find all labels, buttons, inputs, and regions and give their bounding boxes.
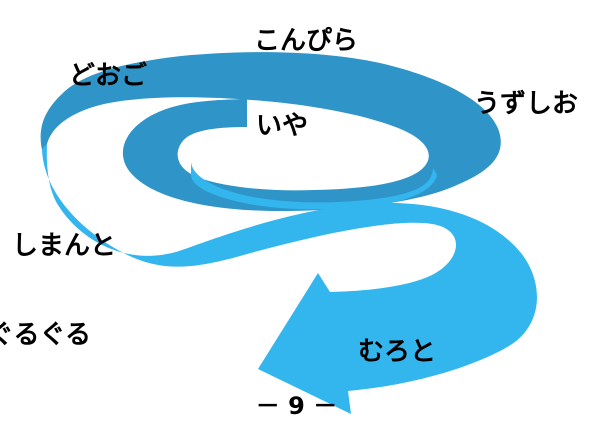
label-iya: いや: [256, 111, 309, 141]
front-ribbon: [42, 144, 537, 414]
label-guruguru: ぐるぐる: [0, 320, 91, 350]
label-konpira: こんぴら: [254, 26, 359, 56]
label-uzushio: うずしお: [474, 89, 579, 119]
back-ribbon: [40, 52, 501, 212]
page-number: － 9 －: [255, 392, 338, 420]
top-banner: [0, 0, 593, 10]
label-muroto: むろと: [358, 337, 437, 367]
front-inner-strip: [191, 161, 437, 210]
label-dogo: どおご: [69, 61, 148, 91]
label-shimanto: しまんと: [12, 231, 117, 261]
